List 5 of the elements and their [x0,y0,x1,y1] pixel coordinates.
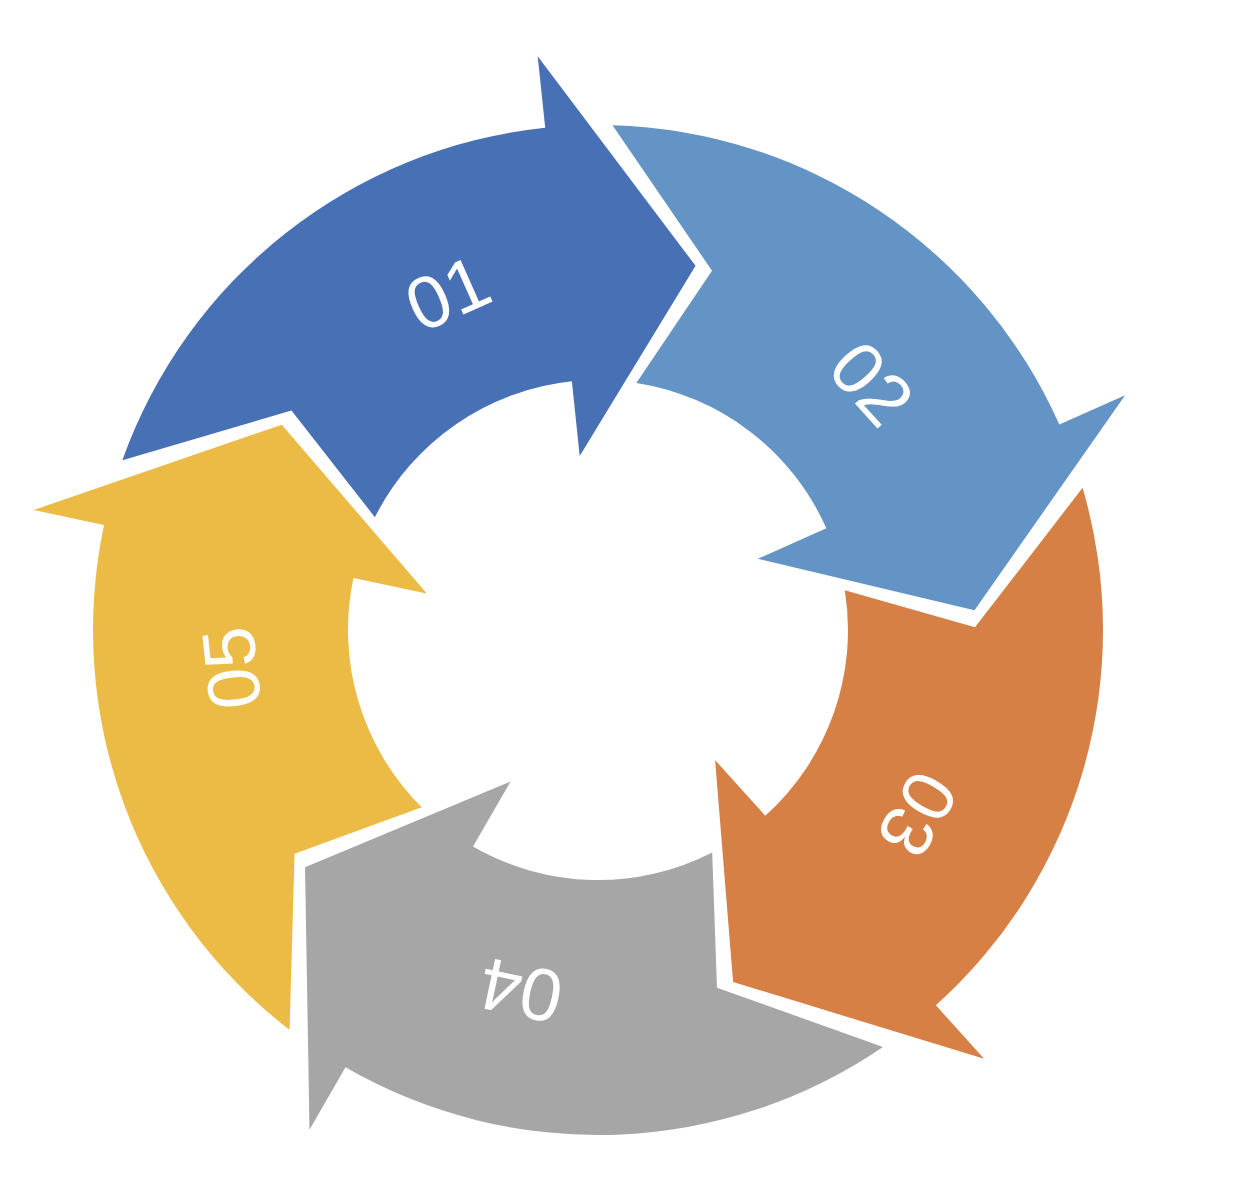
step-number: 04 [473,945,570,1035]
step-number: 01 [395,243,501,345]
step-number: 02 [816,328,927,440]
step-number: 05 [190,623,274,714]
step-number: 03 [864,759,970,869]
